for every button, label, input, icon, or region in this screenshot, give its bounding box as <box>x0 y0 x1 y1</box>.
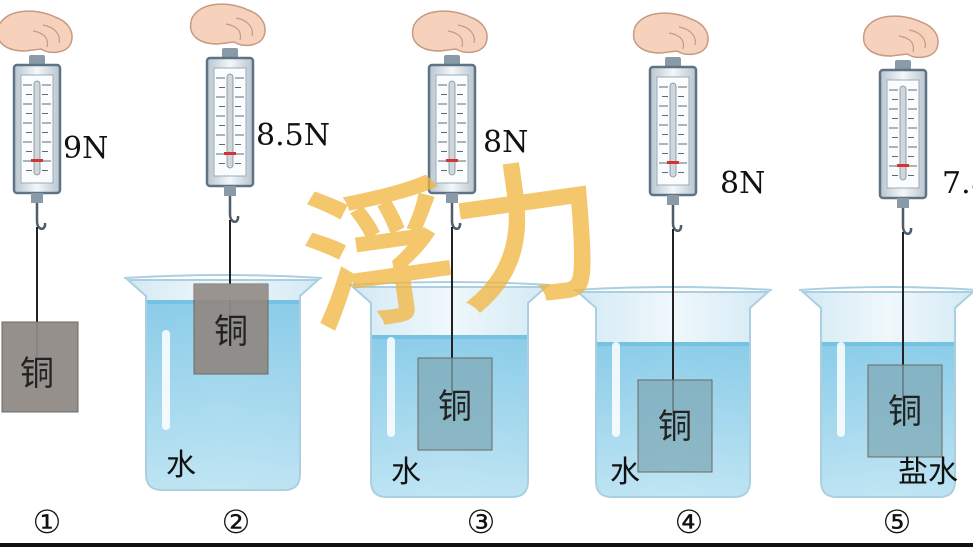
hook-icon <box>35 203 47 230</box>
block-label-4: 铜 <box>658 407 692 447</box>
beaker-rim <box>123 274 323 279</box>
finger-line <box>898 35 915 53</box>
hand-icon <box>862 15 939 59</box>
spring-scale <box>878 60 928 235</box>
scale-pointer <box>224 152 236 155</box>
step-index-5: ⑤ <box>883 503 912 541</box>
water-surface <box>822 342 954 346</box>
finger-line <box>235 17 253 37</box>
reading-4: 8N <box>720 166 765 201</box>
finger-line <box>447 30 464 48</box>
hand-icon <box>0 10 73 54</box>
finger-line <box>678 26 696 46</box>
finger-line <box>457 24 475 44</box>
finger-line <box>908 29 926 49</box>
reading-1: 9N <box>63 131 108 166</box>
glass-highlight <box>387 337 395 437</box>
glass-highlight <box>837 342 845 437</box>
finger-line <box>668 32 685 50</box>
scale-bottom-cap <box>897 198 909 208</box>
finger-line <box>32 30 49 48</box>
scale-pointer <box>31 159 43 162</box>
setup-2 <box>123 3 323 491</box>
finger-line <box>42 24 60 44</box>
hand-icon <box>632 12 709 56</box>
scale-pointer <box>897 164 909 167</box>
liquid-label-3: 水 <box>391 455 421 490</box>
bottom-rule <box>0 543 973 547</box>
scale-bottom-cap <box>224 186 236 196</box>
scale-tube <box>669 82 677 178</box>
block-label-3: 铜 <box>438 387 472 427</box>
copper-block <box>867 364 943 458</box>
step-index-2: ② <box>222 503 251 541</box>
setup-5 <box>798 15 973 498</box>
beaker-rim <box>798 286 973 291</box>
reading-5: 7.8 <box>942 166 973 201</box>
scale-tube <box>899 85 907 181</box>
beaker-rim <box>348 281 551 286</box>
liquid-label-4: 水 <box>610 455 640 490</box>
copper-block <box>417 357 493 451</box>
water-surface <box>372 335 527 339</box>
hook-icon <box>450 203 462 230</box>
hook-icon <box>228 196 240 223</box>
block-label-1: 铜 <box>20 354 54 394</box>
block-dry-top <box>194 284 268 300</box>
watermark-title: 浮力 <box>294 140 616 356</box>
liquid-label-2: 水 <box>166 448 196 483</box>
reading-2: 8.5N <box>256 118 330 153</box>
hook-icon <box>671 205 683 232</box>
step-index-4: ④ <box>675 503 704 541</box>
step-index-3: ③ <box>467 503 496 541</box>
scale-bottom-cap <box>31 193 43 203</box>
spring-scale <box>12 55 62 230</box>
step-index-1: ① <box>33 503 62 541</box>
finger-line <box>225 23 242 41</box>
copper-block <box>637 379 713 473</box>
hook-icon <box>901 208 913 235</box>
scale-bottom-cap <box>667 195 679 205</box>
scale-tube <box>448 80 456 176</box>
spring-scale <box>427 55 477 230</box>
spring-scale <box>205 48 255 223</box>
scale-pointer <box>446 159 458 162</box>
liquid-label-5: 盐水 <box>898 455 958 490</box>
scale-tube <box>33 80 41 176</box>
scale-bottom-cap <box>446 193 458 203</box>
scale-pointer <box>667 161 679 164</box>
setup-1 <box>0 10 79 413</box>
spring-scale <box>648 57 698 232</box>
glass-highlight <box>162 330 170 430</box>
glass-highlight <box>612 342 620 437</box>
reading-3: 8N <box>483 125 528 160</box>
copper-block <box>1 321 79 413</box>
scale-tube <box>226 73 234 169</box>
hand-icon <box>189 3 266 47</box>
hand-icon <box>411 10 488 54</box>
setup-4 <box>573 12 773 498</box>
block-label-5: 铜 <box>888 392 922 432</box>
setup-3 <box>348 10 551 498</box>
block-label-2: 铜 <box>214 312 248 352</box>
